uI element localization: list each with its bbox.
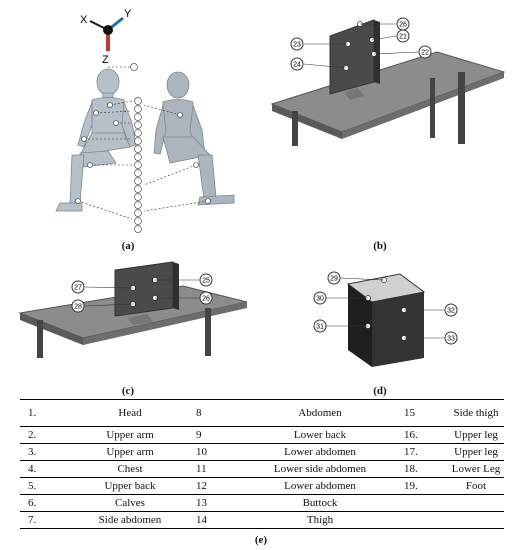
table-cell: Upper leg: [454, 428, 498, 441]
svg-text:31: 31: [316, 324, 324, 331]
table-cell: Lower Leg: [451, 462, 501, 475]
table-cell: 10: [196, 445, 207, 458]
table-cell: Upper arm: [106, 428, 154, 441]
table-row: 4. Chest 11 Lower side abdomen 18. Lower Leg: [20, 461, 504, 478]
table-cell: 9: [196, 428, 202, 441]
table-row: 5. Upper back 12 Lower abdomen 19. Foot: [20, 478, 504, 495]
table-cell: 6.: [28, 496, 37, 509]
svg-text:25: 25: [202, 278, 210, 285]
table-cell: 15: [404, 406, 415, 419]
table-cell: Upper back: [104, 479, 156, 492]
table-cell: Lower side abdomen: [273, 462, 367, 475]
panel-b-desk-monitor: 26 21 23 22 24: [270, 17, 506, 146]
table-cell: Side abdomen: [98, 513, 162, 526]
svg-text:22: 22: [421, 50, 429, 57]
table-cell: Lower abdomen: [284, 479, 356, 492]
svg-text:29: 29: [330, 276, 338, 283]
table-cell: 7.: [28, 513, 37, 526]
table-row: 2. Upper arm 9 Lower back 16. Upper leg: [20, 427, 504, 444]
table-row: 7. Side abdomen 14 Thigh: [20, 512, 504, 529]
caption-b: (b): [373, 240, 387, 252]
svg-text:32: 32: [447, 308, 455, 315]
table-cell: 11: [196, 462, 207, 475]
panel-c-desk-closeup: 27 25 28 26: [18, 261, 248, 358]
table-cell: Abdomen: [298, 406, 342, 419]
table-cell: 2.: [28, 428, 37, 441]
caption-d: (d): [373, 385, 387, 397]
table-cell: 19.: [404, 479, 418, 492]
table-cell: [402, 512, 448, 529]
table-row: 3. Upper arm 10 Lower abdomen 17. Upper leg: [20, 444, 504, 461]
panel-d-box: 29 30 32 31 33: [313, 271, 458, 367]
table-cell: Chest: [117, 462, 143, 475]
table-cell: Lower back: [293, 428, 347, 441]
caption-e: (e): [254, 534, 268, 546]
svg-text:26: 26: [202, 296, 210, 303]
body-markers: [75, 102, 211, 204]
table-row: 1. Head 8 Abdomen 15 Side thigh: [20, 399, 504, 427]
svg-text:30: 30: [316, 296, 324, 303]
mannequin-front: [55, 68, 137, 212]
table-cell: 1.: [28, 406, 37, 419]
table-cell: Upper leg: [454, 445, 498, 458]
table-cell: 17.: [404, 445, 418, 458]
svg-text:23: 23: [293, 42, 301, 49]
axis-y-label: Y: [124, 8, 132, 20]
table-cell: 16.: [404, 428, 418, 441]
caption-c: (c): [121, 385, 135, 397]
table-cell: 4.: [28, 462, 37, 475]
table-row: 6. Calves 13 Buttock: [20, 495, 504, 512]
table-cell: 12: [196, 479, 207, 492]
table-cell: Thigh: [306, 513, 334, 526]
table-cell: 14: [196, 513, 207, 526]
table-cell: 18.: [404, 462, 418, 475]
desk-labels: 27 25 28 26: [71, 273, 213, 313]
axis-x-label: X: [80, 14, 88, 26]
svg-text:24: 24: [293, 62, 301, 69]
table-cell: Side thigh: [453, 406, 499, 419]
svg-text:33: 33: [447, 336, 455, 343]
box-labels: 29 30 32 31 33: [313, 271, 458, 345]
table-cell: Head: [118, 406, 142, 419]
mannequin-side: [153, 71, 235, 206]
table-cell: [448, 495, 504, 512]
table-cell: 3.: [28, 445, 37, 458]
table-cell: 13: [196, 496, 207, 509]
table-cell: Calves: [115, 496, 145, 509]
svg-text:27: 27: [74, 285, 82, 292]
table-cell: Upper arm: [106, 445, 154, 458]
table-cell: Foot: [465, 479, 487, 492]
monitor-labels: 26 21 23 22 24: [290, 17, 432, 71]
panel-a-mannequins: X Y Z: [55, 8, 235, 233]
svg-text:21: 21: [399, 34, 407, 41]
point-ladder: [130, 63, 142, 233]
caption-a: (a): [121, 240, 135, 252]
axis-z-label: Z: [102, 54, 109, 66]
table-cell: 5.: [28, 479, 37, 492]
svg-text:28: 28: [74, 304, 82, 311]
table-cell: [448, 512, 504, 529]
axes-triad: X Y Z: [80, 8, 132, 66]
table-cell: Lower abdomen: [284, 445, 356, 458]
svg-text:26: 26: [399, 22, 407, 29]
table-cell: Buttock: [302, 496, 338, 509]
measurement-points: [77, 66, 209, 220]
table-cell: [402, 495, 448, 512]
table-cell: 8: [196, 406, 202, 419]
